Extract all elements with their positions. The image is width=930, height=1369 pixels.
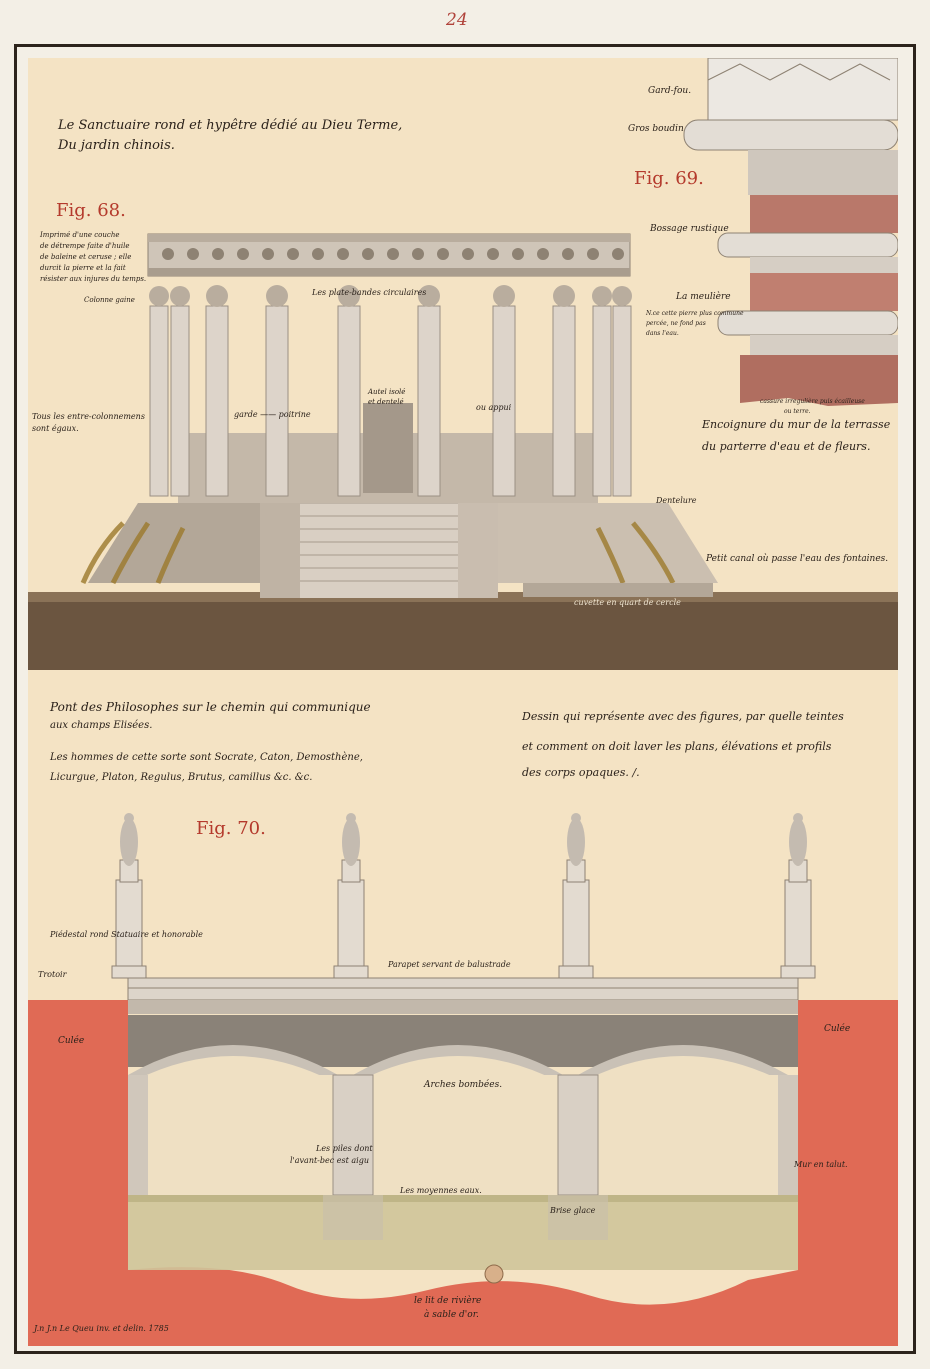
temple-title-line1: Le Sanctuaire rond et hypêtre dédié au D…	[58, 118, 403, 133]
page-number: 24	[446, 10, 468, 30]
dessin-line2: et comment on doit laver les plans, élév…	[522, 740, 832, 753]
lit-riviere-line1: le lit de rivière	[414, 1296, 482, 1306]
lit-riviere-line2: à sable d'or.	[424, 1310, 479, 1320]
note-left-line: durcit la pierre et la fait	[40, 264, 126, 272]
bridge-title-line2: aux champs Elisées.	[50, 720, 153, 731]
signature: J.n J.n Le Queu inv. et delin. 1785	[34, 1324, 169, 1333]
parapet-label: Parapet servant de balustrade	[388, 960, 511, 969]
note-left-line: Imprimé d'une couche	[40, 231, 120, 239]
platebandes-label: Les plate-bandes circulaires	[312, 288, 427, 297]
temple-drawing	[28, 58, 898, 670]
culee-right-label: Culée	[824, 1024, 851, 1034]
gardfou-label: Gard-fou.	[648, 86, 692, 96]
gros-boudin-label: Gros boudin	[628, 124, 684, 134]
garde-label: garde —— poitrine	[234, 410, 311, 419]
cassure-line: cassure irregulière puis écailleuse	[760, 398, 865, 405]
dessin-line3: des corps opaques. /.	[522, 766, 640, 779]
bossage-label: Bossage rustique	[650, 224, 729, 234]
top-panel: Le Sanctuaire rond et hypêtre dédié au D…	[28, 58, 898, 670]
entrecolonnement-line2: sont égaux.	[32, 424, 79, 433]
brise-glace-label: Brise glace	[550, 1206, 596, 1215]
philosophers-line2: Licurgue, Platon, Regulus, Brutus, camil…	[50, 772, 313, 783]
colonne-label: Colonne gaine	[84, 296, 135, 304]
cuvette-label: cuvette en quart de cercle	[574, 598, 681, 607]
piles-line1: Les piles dont	[316, 1144, 373, 1153]
temple-title-line2: Du jardin chinois.	[58, 138, 175, 153]
meuliere-label: La meulière	[676, 292, 731, 302]
piles-line2: l'avant-bec est aigu	[290, 1156, 369, 1165]
bridge-title-line1: Pont des Philosophes sur le chemin qui c…	[50, 700, 371, 714]
encoignure-line1: Encoignure du mur de la terrasse	[702, 418, 891, 431]
philosophers-line1: Les hommes de cette sorte sont Socrate, …	[50, 752, 363, 763]
fig-68-label: Fig. 68.	[56, 200, 126, 221]
meuliere-note-line: percée, ne fond pas	[646, 320, 706, 327]
note-left: Imprimé d'une couche de détrempe faite d…	[40, 230, 146, 285]
outer-frame	[14, 44, 916, 1354]
dessin-line1: Dessin qui représente avec des figures, …	[522, 710, 844, 723]
fig-70-label: Fig. 70.	[196, 818, 266, 839]
arches-label: Arches bombées.	[424, 1080, 503, 1090]
bottom-panel: Pont des Philosophes sur le chemin qui c…	[28, 670, 898, 1346]
meuliere-note-line: N.ce cette pierre plus commune	[646, 310, 744, 317]
autel-line1: Autel isolé	[368, 388, 406, 396]
entrecolonnement-line1: Tous les entre-colonnemens	[32, 412, 145, 421]
piedestal-label: Piédestal rond Statuaire et honorable	[50, 930, 203, 939]
note-left-line: résister aux injures du temps.	[40, 275, 147, 283]
culee-left-label: Culée	[58, 1036, 85, 1046]
cassure-line: ou terre.	[784, 408, 811, 415]
petit-canal-label: Petit canal où passe l'eau des fontaines…	[706, 554, 889, 564]
dentelure-label: Dentelure	[656, 496, 697, 505]
note-left-line: de détrempe faite d'huile	[40, 242, 130, 250]
fig-69-label: Fig. 69.	[634, 168, 704, 189]
mur-talut-label: Mur en talut.	[794, 1160, 848, 1169]
bridge-drawing	[28, 813, 898, 1346]
meuliere-note-line: dans l'eau.	[646, 330, 679, 337]
trotoir-label: Trotoir	[38, 970, 67, 979]
ou-appui-label: ou appui	[476, 403, 512, 412]
moyennes-eaux-label: Les moyennes eaux.	[400, 1186, 482, 1195]
autel-line2: et dentelé	[368, 398, 404, 406]
encoignure-line2: du parterre d'eau et de fleurs.	[702, 440, 871, 453]
note-left-line: de baleine et ceruse ; elle	[40, 253, 132, 261]
